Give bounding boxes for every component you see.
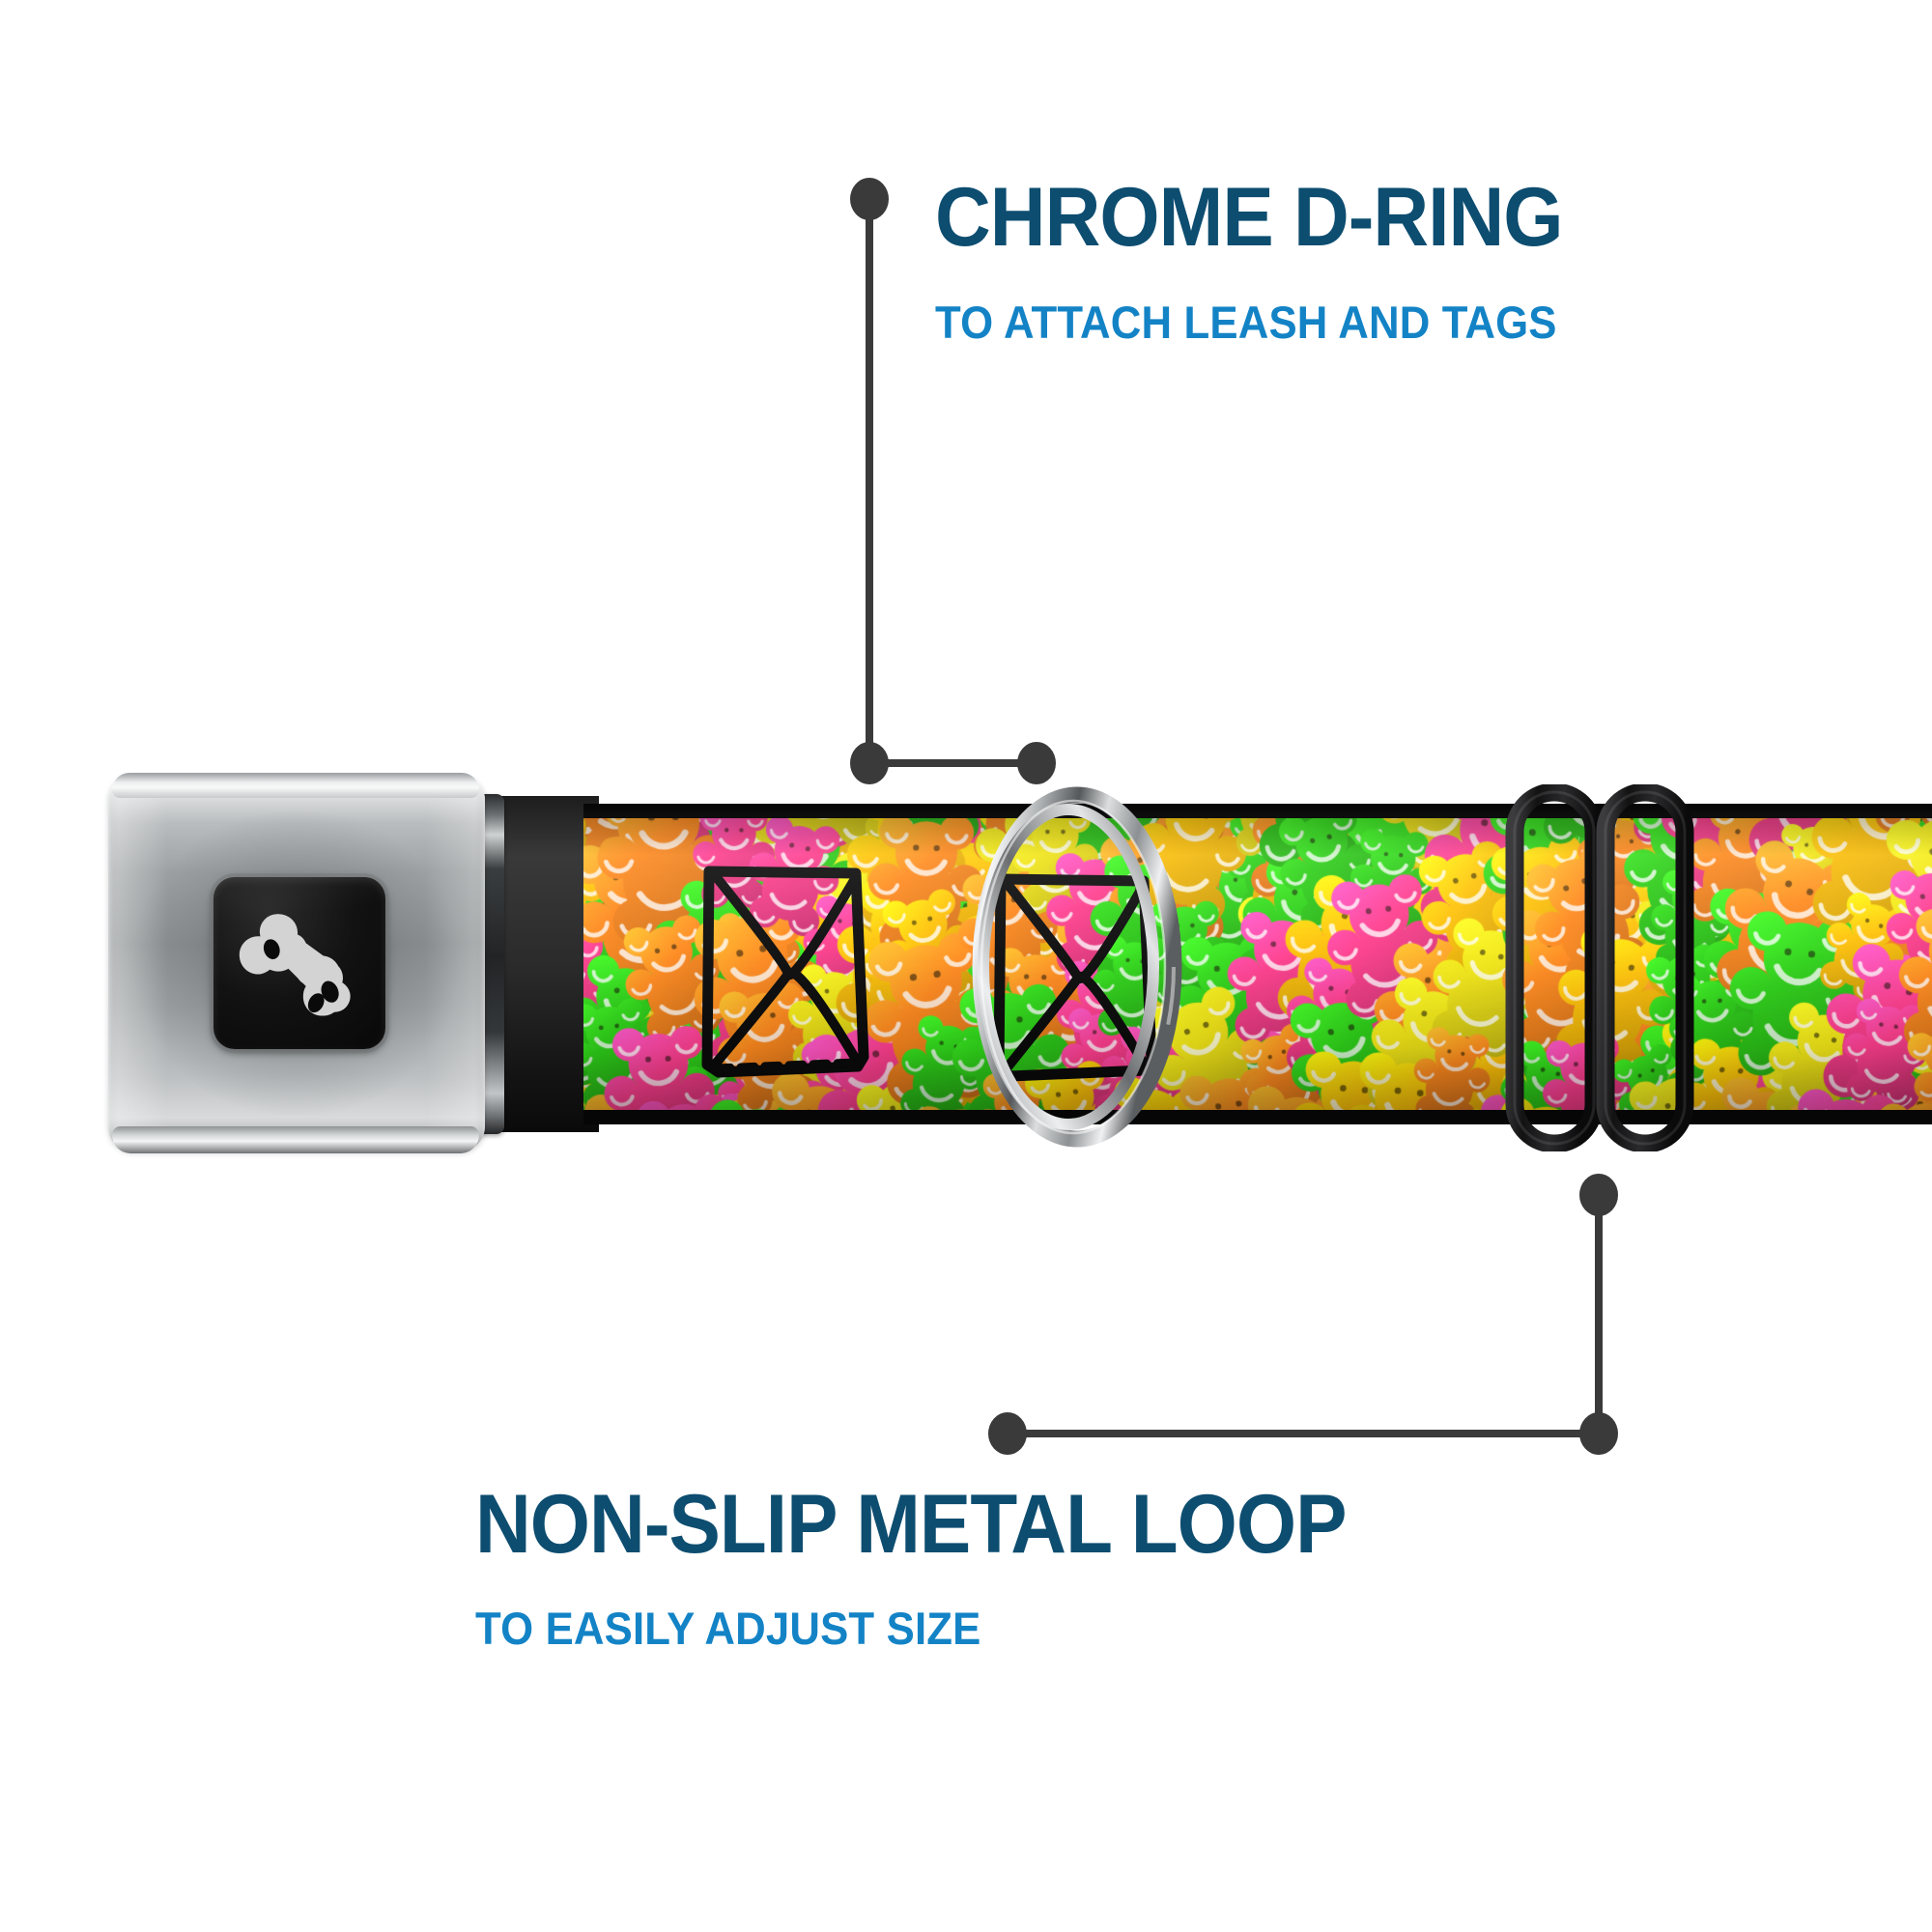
buckle-logo-window xyxy=(213,877,385,1049)
callout-loop-dot-end xyxy=(988,1412,1027,1455)
callout-dring-dot-target xyxy=(1017,742,1056,784)
callout-dring-subtitle: TO ATTACH LEASH AND TAGS xyxy=(935,297,1557,348)
buckle-bottom-rim xyxy=(112,1126,479,1153)
callout-loop-line-vertical xyxy=(1595,1195,1603,1435)
callout-dring-title: CHROME D-RING xyxy=(935,171,1564,264)
seatbelt-buckle xyxy=(100,765,506,1163)
strap-edge-bottom xyxy=(583,1110,1932,1124)
callout-loop-line-horizontal xyxy=(1008,1430,1595,1437)
buckle-top-rim xyxy=(112,773,479,798)
x-mark-print-1 xyxy=(701,866,869,1078)
collar-strap xyxy=(483,796,1932,1132)
strap-printed-section xyxy=(583,804,1932,1124)
non-slip-metal-loop xyxy=(1505,784,1694,1151)
callout-loop-title: NON-SLIP METAL LOOP xyxy=(475,1478,1348,1571)
callout-dring-line-vertical xyxy=(866,199,873,765)
callout-dring-line-horizontal xyxy=(869,759,1037,767)
callout-loop-subtitle: TO EASILY ADJUST SIZE xyxy=(475,1603,981,1654)
chrome-d-ring xyxy=(972,786,1182,1148)
strap-edge-top xyxy=(583,804,1932,818)
dog-bone-icon xyxy=(239,914,351,1016)
